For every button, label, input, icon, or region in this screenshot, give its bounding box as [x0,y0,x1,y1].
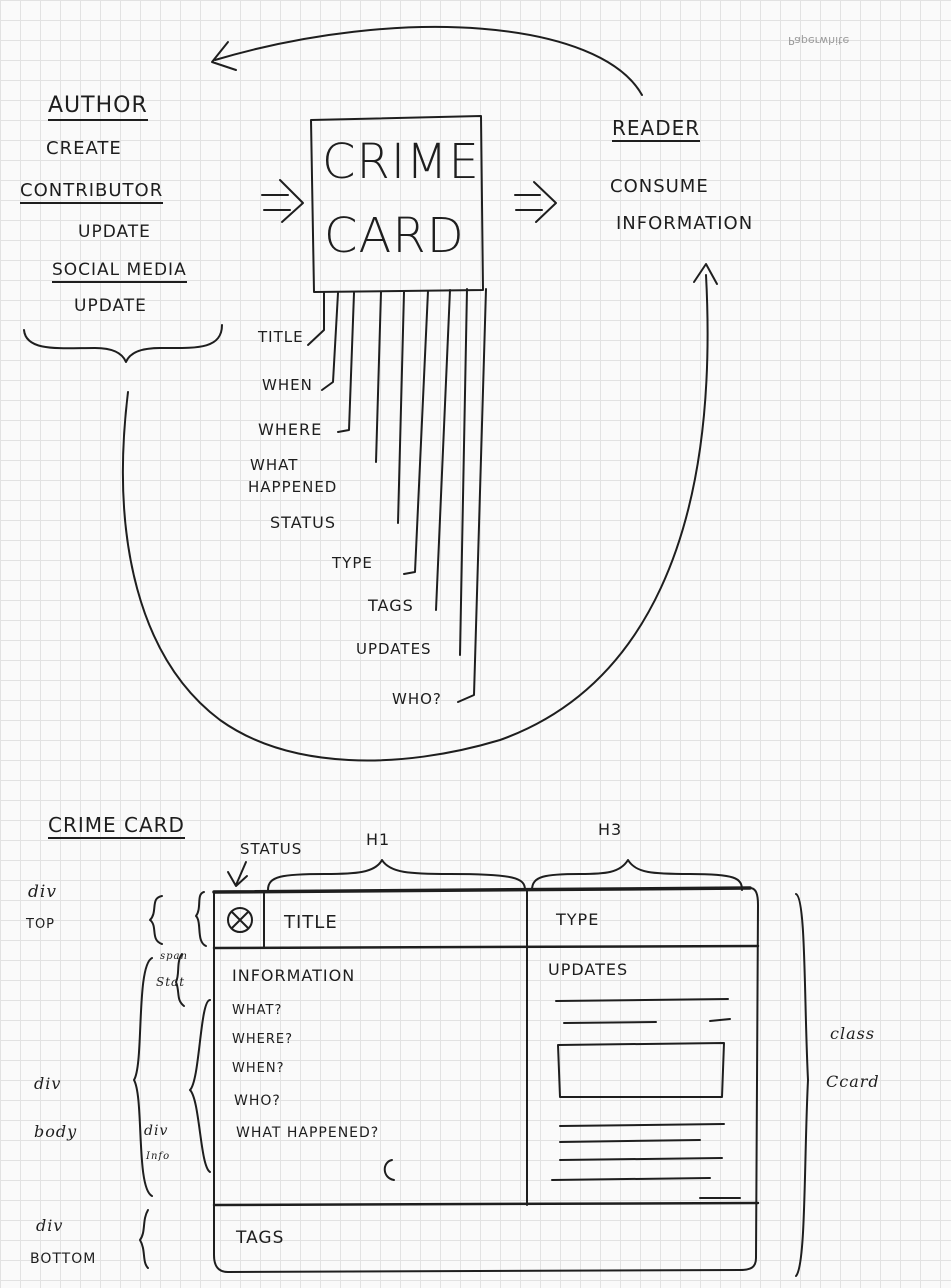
h1-brace [268,860,525,890]
field-string-title [308,292,324,345]
author-heading: AUTHOR [48,95,148,121]
reader-information: INFORMATION [616,215,753,233]
scribble-mark [385,1160,394,1180]
field-label: WHO? [392,692,442,707]
status-icon-x [232,912,248,928]
watermark: Paperwhite [788,35,849,46]
top-brace-inner [196,892,206,946]
update-line-4 [560,1124,724,1126]
h3-label: H3 [598,822,622,838]
status-icon-circle [228,908,252,932]
field-string-who [458,289,486,702]
update-line-5 [560,1140,700,1142]
card-question: WHERE? [232,1033,293,1046]
div-info-label-1: div [144,1124,168,1138]
div-body-label-2: body [34,1124,77,1140]
field-label: WHERE [258,422,322,438]
div-info-label-2: Info [146,1152,170,1162]
arrow-out [515,182,556,222]
field-label: TITLE [258,330,304,345]
author-create: CREATE [46,140,122,158]
author-brace [24,325,222,362]
field-label: WHAT [250,458,298,473]
span-status-label-2: Stat [156,976,185,988]
field-string-what [376,292,381,462]
loop-arrowhead [694,264,717,284]
right-brace [796,894,808,1276]
bottom-row-divider [214,1203,758,1205]
span-status-label-1: span [160,952,188,962]
status-label: STATUS [240,842,302,857]
card-question: WHAT HAPPENED? [236,1126,379,1140]
field-string-status [398,292,404,523]
field-string-where [338,293,354,432]
card-question: WHO? [234,1094,281,1108]
card-top-thick [214,888,750,892]
card-information-heading: INFORMATION [232,968,355,984]
card-tags-cell: TAGS [236,1230,284,1247]
field-label: UPDATES [356,642,432,657]
bottom-brace [140,1210,148,1268]
card-frame [214,888,758,1272]
update-line-2 [564,1022,656,1023]
wireframe-heading: CRIME CARD [48,815,185,839]
field-label: HAPPENED [248,480,337,495]
top-brace [150,896,162,944]
reader-heading: READER [612,118,700,142]
info-brace [190,1000,210,1172]
class-label-1: class [830,1026,875,1042]
field-label: TAGS [368,598,414,614]
field-string-type [404,291,428,574]
top-row-divider [214,946,758,948]
top-curve-arrow [215,27,642,95]
top-arrowhead [212,42,236,70]
card-question: WHEN? [232,1062,284,1075]
update-box [558,1043,724,1097]
field-label: TYPE [332,556,373,571]
crime-card-title-line1: CRIME [322,138,480,186]
update-line-1 [556,999,728,1001]
card-updates-heading: UPDATES [548,962,628,978]
arrow-in [262,180,303,222]
update-line-7 [552,1178,710,1180]
update-line-3 [710,1019,730,1021]
card-type-cell: TYPE [556,912,599,928]
field-label: STATUS [270,515,336,531]
reader-consume: CONSUME [610,178,709,196]
card-title-cell: TITLE [284,914,338,932]
h1-label: H1 [366,832,390,848]
author-social-update: UPDATE [74,298,147,315]
card-question: WHAT? [232,1004,282,1017]
crime-card-title-line2: CARD [324,212,465,260]
class-label-2: Ccard [826,1074,880,1090]
div-bottom-label-1: div [36,1218,63,1234]
field-string-tags [436,290,450,610]
field-string-updates [460,289,467,655]
div-body-label-1: div [34,1076,61,1092]
field-label: WHEN [262,378,313,393]
author-contributor: CONTRIBUTOR [20,182,163,204]
div-bottom-label-2: BOTTOM [30,1252,96,1266]
div-top-label-2: TOP [26,918,55,931]
status-arrow [228,862,247,886]
field-string-when [322,293,338,390]
feedback-loop [123,275,708,760]
update-line-6 [560,1158,722,1160]
div-top-label-1: div [28,884,57,901]
author-contributor-update: UPDATE [78,224,151,241]
author-social-media: SOCIAL MEDIA [52,262,187,283]
h3-brace [532,860,742,890]
